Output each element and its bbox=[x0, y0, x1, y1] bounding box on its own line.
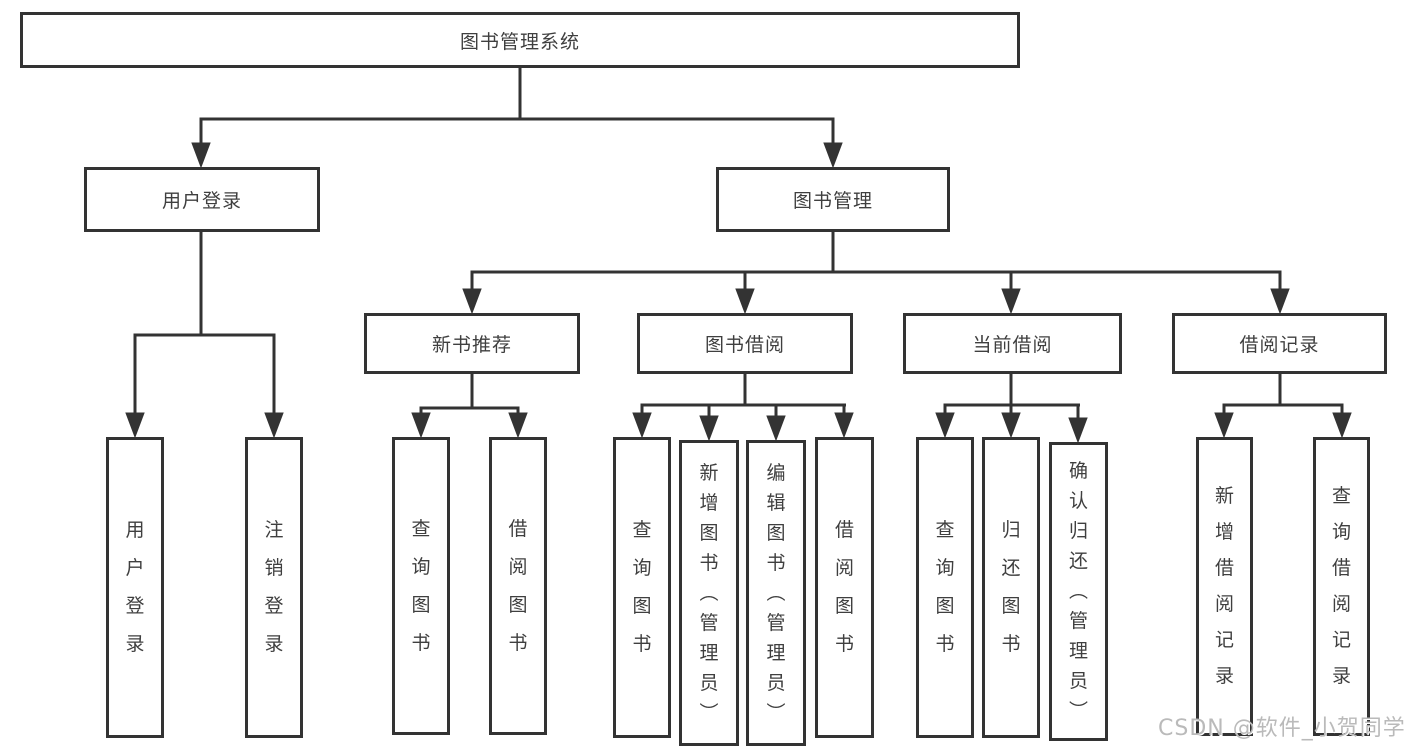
node-label: 查询图书 bbox=[935, 519, 955, 655]
node-label: 新增图书︵管理员︶ bbox=[699, 461, 719, 724]
node-label: 注销登录 bbox=[264, 519, 284, 655]
node-label: 当前借阅 bbox=[972, 334, 1053, 356]
leaf-query-book-recommend: 查询图书 bbox=[392, 437, 450, 735]
node-new-book-recommend: 新书推荐 bbox=[364, 313, 580, 374]
node-user-login: 用户登录 bbox=[84, 167, 320, 232]
node-label: 借阅记录 bbox=[1239, 334, 1320, 356]
node-label: 用户登录 bbox=[125, 519, 145, 655]
node-book-management: 图书管理 bbox=[716, 167, 950, 232]
node-label: 借阅图书 bbox=[834, 519, 854, 655]
node-label: 新增借阅记录 bbox=[1214, 485, 1234, 687]
node-current-borrow: 当前借阅 bbox=[903, 313, 1122, 374]
node-root: 图书管理系统 bbox=[20, 12, 1020, 68]
node-label: 归还图书 bbox=[1001, 519, 1021, 655]
leaf-add-book-admin: 新增图书︵管理员︶ bbox=[679, 440, 739, 746]
node-label: 查询图书 bbox=[411, 517, 431, 654]
watermark-text: CSDN @软件_小贺同学 bbox=[1158, 716, 1405, 741]
node-label: 新书推荐 bbox=[431, 334, 512, 356]
node-label: 查询图书 bbox=[632, 519, 652, 655]
leaf-add-borrow-record: 新增借阅记录 bbox=[1196, 437, 1253, 736]
node-label: 确认归还︵管理员︶ bbox=[1068, 460, 1088, 722]
leaf-edit-book-admin: 编辑图书︵管理员︶ bbox=[746, 440, 806, 746]
leaf-query-book-current: 查询图书 bbox=[916, 437, 974, 738]
leaf-return-book: 归还图书 bbox=[982, 437, 1040, 738]
leaf-confirm-return-admin: 确认归还︵管理员︶ bbox=[1049, 442, 1108, 741]
node-book-borrow: 图书借阅 bbox=[637, 313, 853, 374]
node-label: 编辑图书︵管理员︶ bbox=[766, 461, 786, 724]
leaf-user-login: 用户登录 bbox=[106, 437, 164, 738]
node-label: 图书管理系统 bbox=[459, 30, 580, 53]
node-label: 图书管理 bbox=[792, 190, 873, 212]
node-label: 用户登录 bbox=[161, 190, 242, 212]
node-label: 图书借阅 bbox=[704, 334, 785, 356]
leaf-borrow-book: 借阅图书 bbox=[815, 437, 874, 738]
leaf-query-borrow-record: 查询借阅记录 bbox=[1313, 437, 1370, 736]
node-label: 查询借阅记录 bbox=[1331, 485, 1351, 687]
leaf-query-book-borrow: 查询图书 bbox=[613, 437, 671, 738]
node-label: 借阅图书 bbox=[508, 517, 528, 654]
node-borrow-records: 借阅记录 bbox=[1172, 313, 1387, 374]
leaf-logout: 注销登录 bbox=[245, 437, 303, 738]
leaf-borrow-book-recommend: 借阅图书 bbox=[489, 437, 547, 735]
